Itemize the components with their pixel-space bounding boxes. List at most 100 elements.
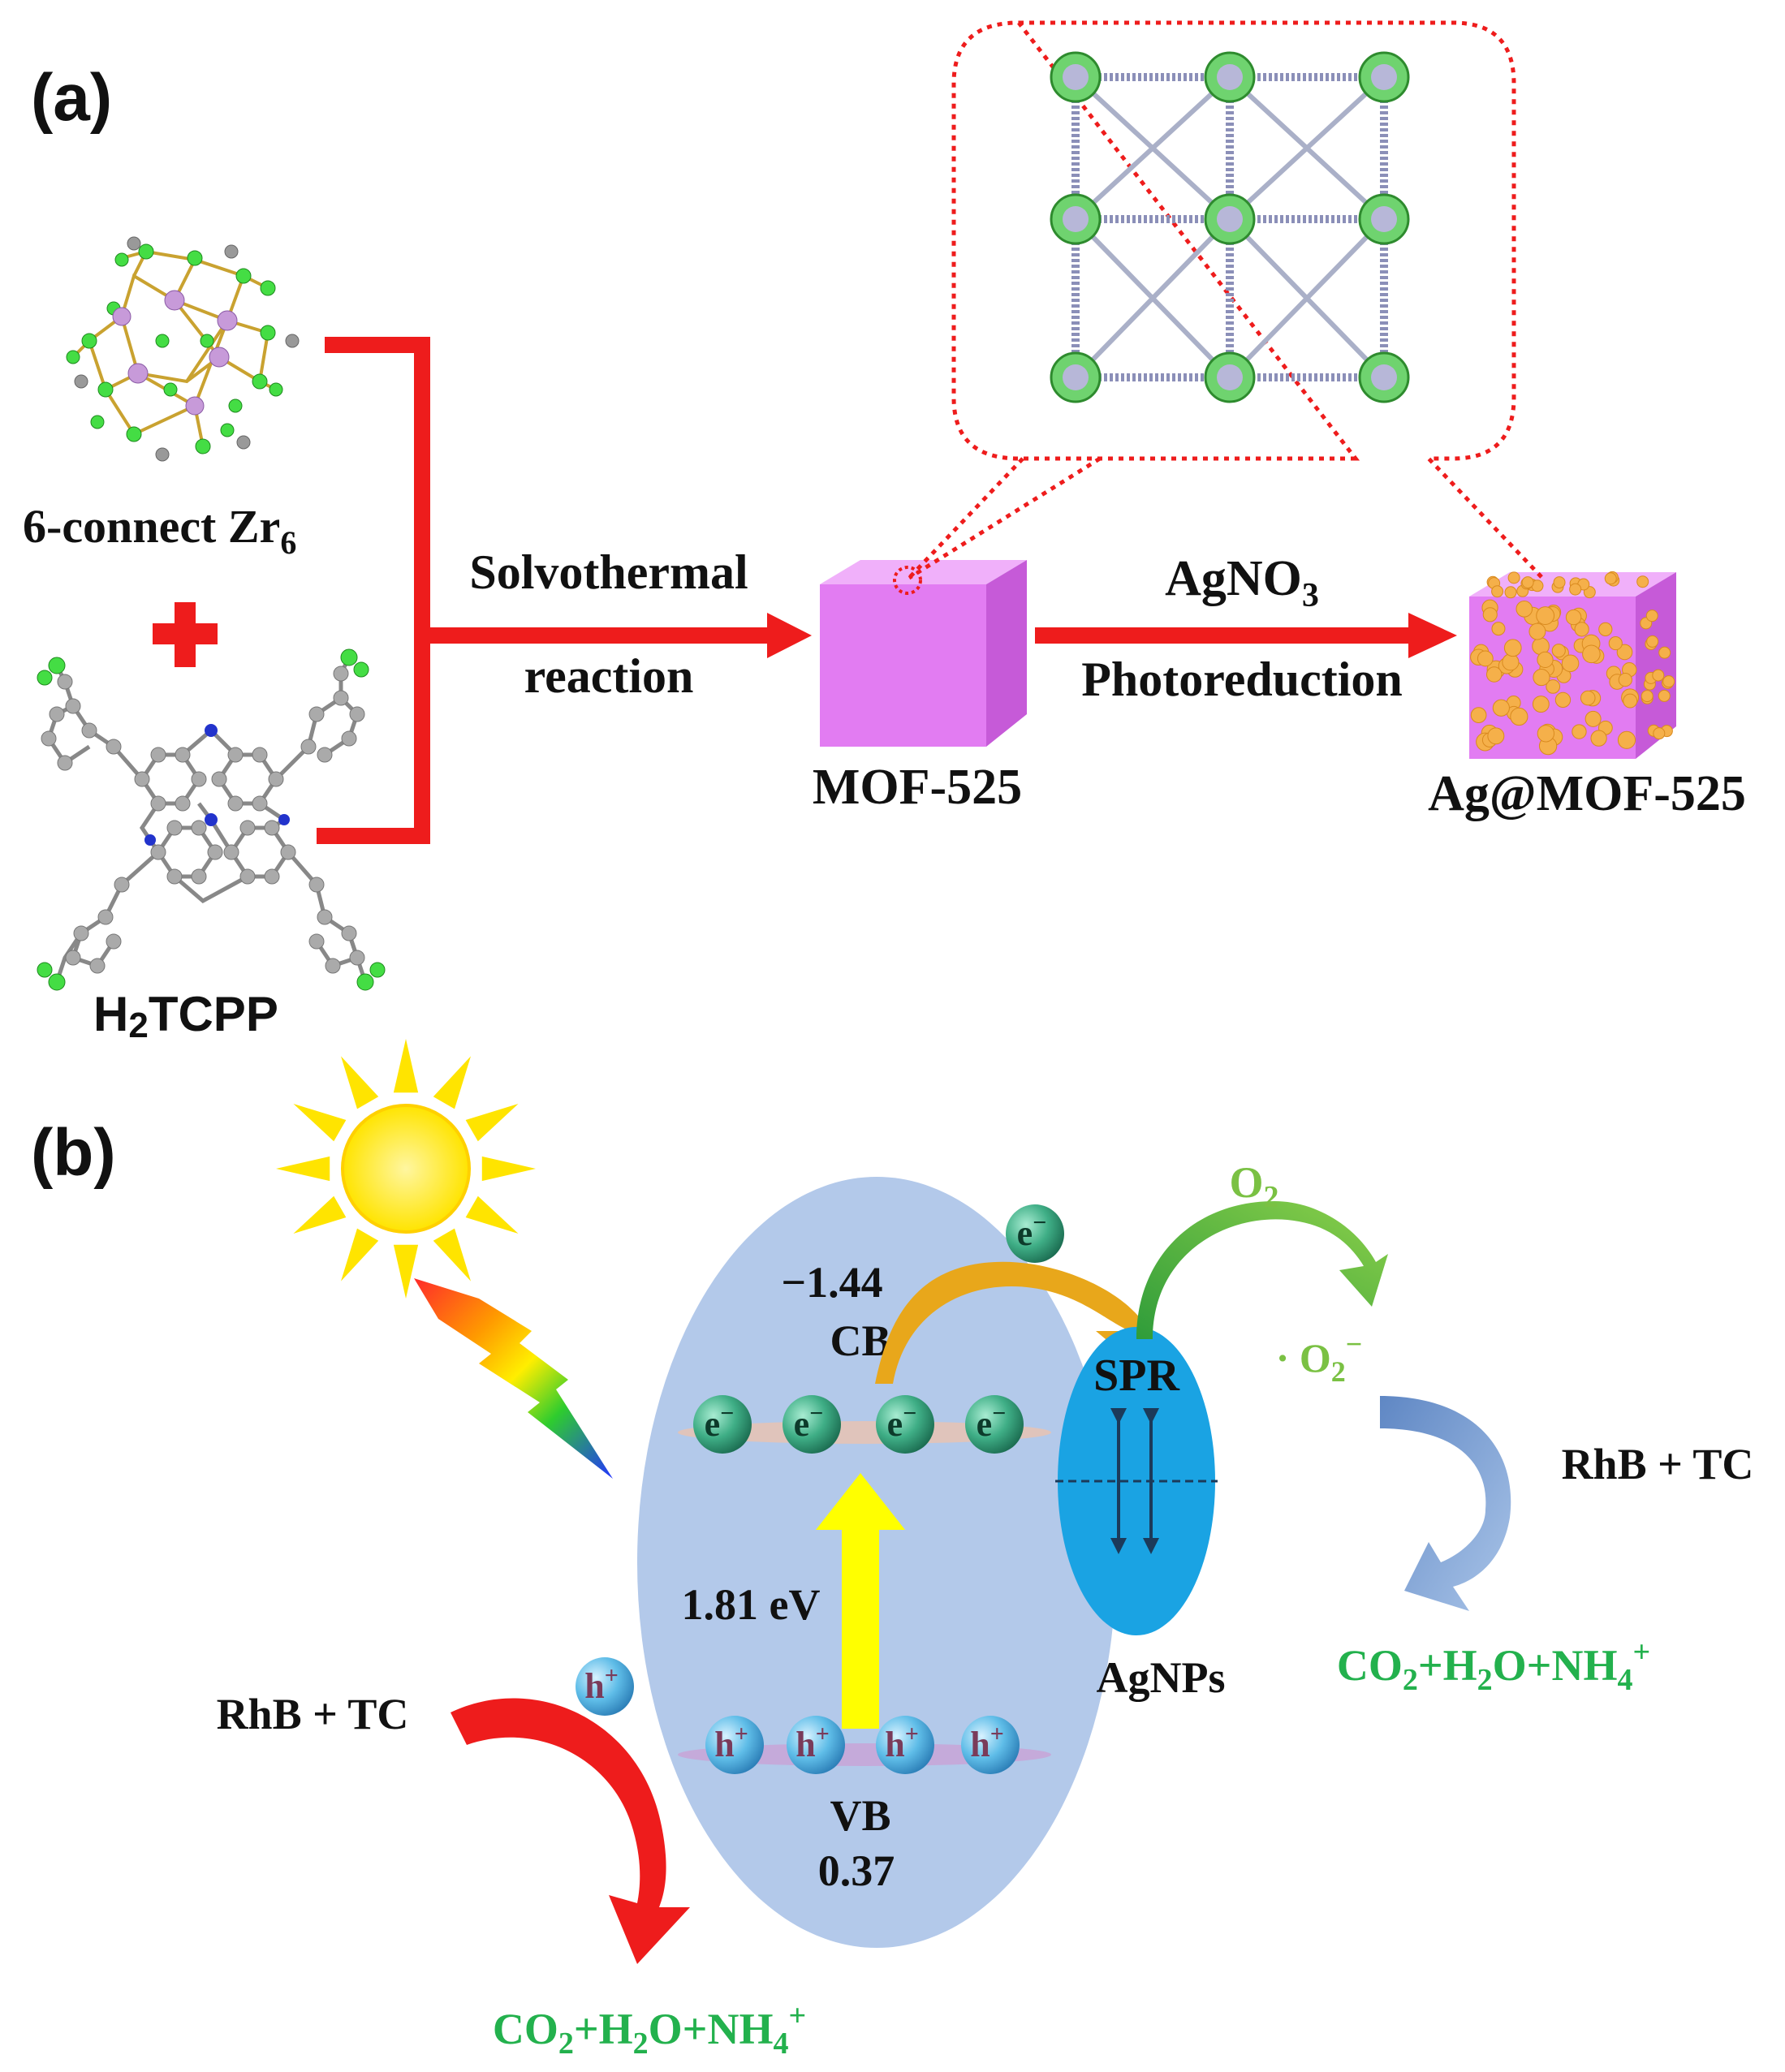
ag-mof525-label: Ag@MOF-525: [1428, 766, 1746, 821]
zr-node: [1204, 193, 1256, 245]
diagonal-linker: [1073, 75, 1232, 222]
sun-ray: [393, 1039, 419, 1093]
vb-label: VB: [830, 1791, 890, 1840]
mof525-cube: [820, 560, 1027, 747]
ag-nanoparticle: [1645, 610, 1658, 622]
svg-text:e−: e−: [794, 1400, 824, 1444]
electron: e−: [965, 1395, 1024, 1454]
ag-nanoparticle: [1604, 572, 1617, 585]
pollutant-label-left: RhB + TC: [217, 1690, 409, 1738]
sun-ray: [393, 1244, 419, 1299]
zr6-cluster-illustration: [66, 236, 300, 462]
products-label-right: CO2+H2O+NH4+: [1337, 1635, 1650, 1697]
degradation-arrow-right: [1380, 1396, 1511, 1611]
ag-nanoparticle: [1636, 575, 1649, 588]
ag-nanoparticle: [1482, 607, 1498, 622]
sun-ray: [293, 1195, 347, 1234]
bracket-connector: [317, 337, 771, 844]
mof525-label: MOF-525: [813, 760, 1022, 815]
sun-ray: [433, 1228, 471, 1282]
hole: h+: [576, 1657, 634, 1716]
ag-nanoparticle: [1521, 576, 1534, 589]
svg-text:e−: e−: [705, 1400, 735, 1444]
electron: e−: [1006, 1204, 1064, 1263]
ag-nanoparticle: [1477, 650, 1494, 667]
ag-nanoparticle: [1532, 696, 1550, 713]
spr-oscillation-arrows: [1110, 1408, 1159, 1554]
arrow-head-1: [767, 613, 812, 658]
ag-nanoparticle: [1574, 622, 1589, 637]
zr-node: [1204, 51, 1256, 103]
ag-nanoparticle: [1653, 727, 1666, 740]
superoxide-label: · O2−: [1276, 1328, 1363, 1388]
bandgap-label: 1.81 eV: [682, 1580, 821, 1629]
ag-nanoparticle: [1652, 669, 1665, 682]
ag-nanoparticle: [1608, 636, 1623, 651]
ag-nanoparticle: [1537, 651, 1554, 669]
sun-ray: [433, 1056, 471, 1109]
ag-nanoparticle: [1646, 635, 1659, 648]
zr-node: [1204, 351, 1256, 403]
ag-nanoparticle: [1491, 585, 1504, 598]
svg-text:e−: e−: [1017, 1209, 1047, 1253]
arrow-head-2: [1408, 613, 1457, 658]
ag-nanoparticle: [1502, 653, 1520, 671]
ag-nanoparticle: [1658, 646, 1671, 659]
ag-nanoparticle: [1537, 725, 1555, 743]
zr-node: [1358, 351, 1410, 403]
vb-potential-label: 0.37: [818, 1846, 895, 1895]
ag-nanoparticle: [1617, 730, 1636, 749]
hole: h+: [705, 1716, 764, 1774]
diagonal-linker: [1073, 217, 1232, 380]
electron: e−: [783, 1395, 841, 1454]
framework-zoom-callout: [908, 20, 1544, 580]
step2-reagent-label: AgNO3: [1165, 551, 1319, 614]
zr6-label: 6-connect Zr6: [23, 500, 296, 561]
ag-nanoparticle: [1487, 727, 1505, 745]
electron: e−: [876, 1395, 934, 1454]
products-label-left: CO2+H2O+NH4+: [493, 1999, 806, 2061]
zr-node: [1050, 351, 1102, 403]
cb-label: CB: [830, 1316, 890, 1365]
diagonal-linker: [1227, 217, 1386, 380]
ag-nanoparticle: [1618, 672, 1632, 687]
ag-nanoparticle: [1641, 690, 1653, 703]
hole: h+: [876, 1716, 934, 1774]
ag-nanoparticle: [1569, 583, 1582, 596]
ag-nanoparticle: [1492, 699, 1510, 717]
panel-a-label: (a): [31, 61, 112, 135]
spr-label: SPR: [1093, 1350, 1179, 1401]
ag-nanoparticle: [1658, 689, 1671, 702]
zr-node: [1050, 193, 1102, 245]
ag-nanoparticle: [1585, 710, 1602, 727]
sun-ray: [341, 1228, 379, 1282]
ag-nanoparticle: [1598, 622, 1613, 636]
ag-nanoparticle: [1536, 606, 1555, 625]
svg-text:h+: h+: [885, 1721, 919, 1764]
o2-label: O2: [1229, 1158, 1278, 1214]
vb-holes: h+h+h+h+: [705, 1716, 1020, 1774]
oxygen-reduction-arrow: [1136, 1201, 1388, 1339]
zr-node: [1358, 193, 1410, 245]
diagonal-linker: [1227, 75, 1386, 222]
ag-nanoparticle: [1623, 693, 1638, 709]
h2tcpp-label: H2TCPP: [93, 987, 278, 1045]
step1-label-line2: reaction: [524, 649, 694, 703]
zr-node: [1050, 51, 1102, 103]
ag-nanoparticle: [1561, 654, 1580, 673]
ag-nanoparticle: [1554, 691, 1572, 709]
hole: h+: [787, 1716, 845, 1774]
degradation-arrow-left: [451, 1698, 690, 1964]
svg-text:e−: e−: [977, 1400, 1007, 1444]
cb-band-line: [678, 1421, 1051, 1444]
svg-text:h+: h+: [714, 1721, 748, 1764]
sun-ray: [465, 1195, 519, 1234]
bandgap-arrow: [816, 1473, 905, 1729]
ag-nanoparticle: [1616, 644, 1633, 661]
ag-nanoparticle: [1516, 601, 1533, 618]
mof-framework-structure: [1050, 51, 1410, 403]
vb-band-line: [678, 1743, 1051, 1766]
ag-nanoparticle: [1528, 622, 1546, 640]
ag-nanoparticle: [1662, 675, 1675, 688]
